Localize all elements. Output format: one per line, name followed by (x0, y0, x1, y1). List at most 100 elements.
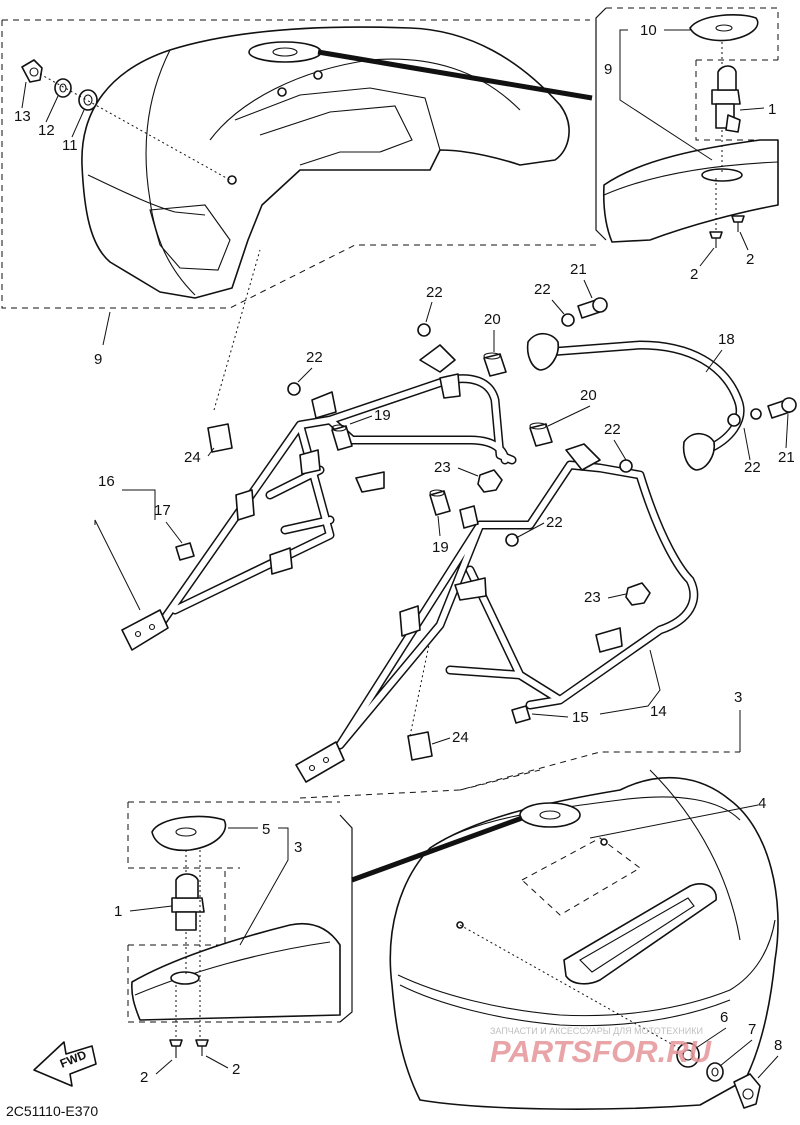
clip-part-24-a (207, 423, 233, 453)
left-saddlebag-cutout (149, 204, 231, 271)
clip-alignment-lines (213, 249, 431, 737)
leader-6 (695, 1027, 727, 1049)
callout-1-bottom: 1 (114, 903, 122, 920)
right-saddlebag-handle-inner (579, 897, 695, 973)
washer-part-22-d (727, 413, 741, 427)
lock-cylinder-part-1-top (711, 65, 741, 133)
callout-18: 18 (718, 331, 735, 348)
right-saddlebag-front-edge (649, 769, 741, 941)
lock-detail-leader-bottom (351, 815, 523, 883)
callout-23-b: 23 (584, 589, 601, 606)
cap-part-15 (511, 705, 531, 724)
right-saddlebag-dashed-line (299, 751, 740, 799)
callout-13: 13 (14, 108, 31, 125)
top-inset-lock-hole (701, 168, 743, 182)
left-saddlebag-shell (81, 26, 570, 299)
leader-12 (45, 95, 59, 123)
callout-20-b: 20 (580, 387, 597, 404)
left-saddlebag-inner-panel (234, 87, 441, 166)
washer-part-22-a (417, 323, 431, 337)
lock-detail-leader-top (317, 49, 593, 101)
left-frame-tab-b (355, 471, 385, 493)
leader-22-d (743, 427, 751, 461)
grommet-part-6 (676, 1042, 700, 1068)
right-frame-tab-e (459, 505, 479, 529)
left-saddlebag-seam (87, 174, 206, 216)
nut-part-23-a (477, 469, 503, 493)
cap-part-17 (175, 542, 195, 561)
leader-22-c (551, 299, 565, 315)
callout-16: 16 (98, 473, 115, 490)
callout-12: 12 (38, 122, 55, 139)
screw-part-2-bottom-a (169, 1039, 183, 1058)
left-saddlebag-screw-boss-2 (277, 87, 287, 97)
right-saddlebag-group: 3 4 6 7 8 (299, 689, 782, 1110)
leader-2-bottom-b (205, 1055, 229, 1069)
bolt-part-21-b (767, 397, 797, 419)
bolt-part-21-a (577, 297, 608, 319)
bottom-lock-inset: 5 3 1 2 2 (114, 801, 353, 1086)
right-saddlebag-lid-seam (397, 919, 776, 1017)
callout-22-d: 22 (744, 459, 761, 476)
washer-part-22-e (750, 408, 762, 420)
washer-part-22-g (619, 459, 633, 473)
bushing-part-19-a (331, 424, 353, 451)
right-saddlebag-lock-opening (519, 802, 581, 828)
right-saddlebag-handle (563, 883, 717, 985)
lock-cylinder-part-1-bottom (171, 873, 205, 931)
left-frame-tab-c (419, 344, 456, 373)
callout-9-inset: 9 (604, 61, 612, 78)
lock-cover-part-10 (689, 14, 759, 42)
left-frame-tab-g (269, 547, 293, 575)
lock-cover-part-5 (151, 815, 227, 852)
right-frame-tab-b (595, 627, 623, 653)
grommet-part-11 (78, 89, 98, 111)
leader-4 (589, 804, 759, 839)
callout-22-b: 22 (306, 349, 323, 366)
left-frame-tab-f (299, 449, 321, 475)
latch-part-8 (733, 1073, 761, 1109)
callout-9-bottom: 9 (94, 351, 102, 368)
callout-19-b: 19 (432, 539, 449, 556)
callout-21-b: 21 (778, 449, 795, 466)
callout-19-a: 19 (374, 407, 391, 424)
top-inset-bag-panel (602, 139, 779, 243)
callout-5: 5 (262, 821, 270, 838)
callout-22-c: 22 (534, 281, 551, 298)
leader-22-f (515, 522, 545, 539)
right-saddlebag-top-rim (429, 796, 741, 849)
leader-18 (705, 349, 723, 373)
callout-2-top-a: 2 (690, 266, 698, 283)
bushing-part-20-a (483, 352, 507, 377)
left-saddlebag-group: 13 12 11 9 (1, 19, 598, 368)
callout-24-b: 24 (452, 729, 469, 746)
leader-16 (94, 489, 156, 611)
leader-24-b (431, 737, 451, 745)
callout-3-inset: 3 (294, 839, 302, 856)
callout-22-a: 22 (426, 284, 443, 301)
callout-1-top: 1 (768, 101, 776, 118)
right-saddlebag-lock-hole (539, 810, 561, 820)
washer-part-22-c (561, 313, 575, 327)
leader-13 (21, 81, 27, 109)
leader-24-a (207, 447, 215, 457)
bushing-part-19-b (429, 489, 451, 516)
leader-20-b (547, 405, 591, 427)
washer-part-7 (706, 1062, 724, 1082)
left-saddlebag-latch-hole (227, 175, 237, 185)
left-saddlebag-lock-hole (272, 47, 298, 57)
top-inset-dashed-box (606, 7, 779, 141)
leader-22-e (613, 439, 627, 461)
leader-8 (757, 1055, 779, 1079)
diagram-code: 2C51110-E370 (6, 1103, 98, 1119)
left-frame-tab-d (439, 373, 461, 399)
left-saddlebag-edge (145, 49, 196, 296)
callout-24-a: 24 (184, 449, 201, 466)
left-saddlebag-lock-opening (248, 41, 322, 63)
leader-1-bottom (129, 905, 173, 912)
left-frame-tab-a (235, 489, 255, 521)
guard-end-plate-front (526, 332, 560, 371)
washer-part-12 (54, 78, 72, 98)
